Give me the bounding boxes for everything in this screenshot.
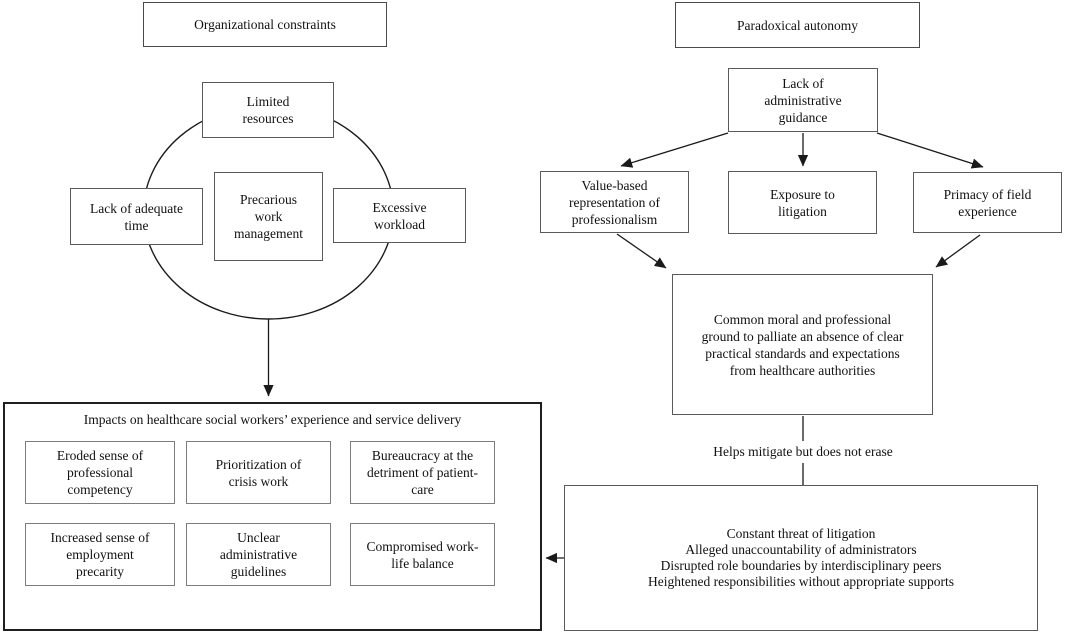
impact-employment-precarity-box: Increased sense of employment precarity [25,523,175,586]
threat-line: Alleged unaccountability of administrato… [685,542,917,557]
precarious-work-management-box: Precarious work management [214,172,323,261]
exposure-to-litigation-box: Exposure to litigation [728,171,877,234]
arrow-primacy-to-common [935,234,981,268]
impact-crisis-work-box: Prioritization of crisis work [186,441,331,504]
threat-line: Disrupted role boundaries by interdiscip… [660,558,942,573]
mitigation-label: Helps mitigate but does not erase [713,444,893,459]
limited-resources-box: Limited resources [202,82,334,138]
arrow-guidance-to-primacy [876,132,984,169]
excessive-workload-box: Excessive workload [333,188,466,243]
lack-of-administrative-guidance-box: Lack of administrative guidance [728,68,878,132]
impact-eroded-competency-box: Eroded sense of professional competency [25,441,175,504]
organizational-constraints-header: Organizational constraints [143,2,387,47]
impacts-container: Impacts on healthcare social workers’ ex… [3,402,542,631]
paradoxical-autonomy-header: Paradoxical autonomy [675,2,920,48]
lack-of-adequate-time-box: Lack of adequate time [70,188,203,245]
threats-box: Constant threat of litigation Alleged un… [564,485,1038,631]
arrow-value-based-to-common [616,233,667,269]
impact-bureaucracy-box: Bureaucracy at the detriment of patient-… [350,441,495,504]
primacy-of-field-experience-box: Primacy of field experience [913,172,1062,233]
arrow-guidance-to-value-based [620,132,729,168]
impact-unclear-guidelines-box: Unclear administrative guidelines [186,523,331,586]
common-moral-ground-box: Common moral and professional ground to … [672,274,933,415]
threat-line: Heightened responsibilities without appr… [648,574,954,589]
threat-line: Constant threat of litigation [726,526,876,541]
impacts-title: Impacts on healthcare social workers’ ex… [83,412,462,427]
impact-work-life-balance-box: Compromised work- life balance [350,523,495,586]
value-based-representation-box: Value-based representation of profession… [540,171,689,233]
